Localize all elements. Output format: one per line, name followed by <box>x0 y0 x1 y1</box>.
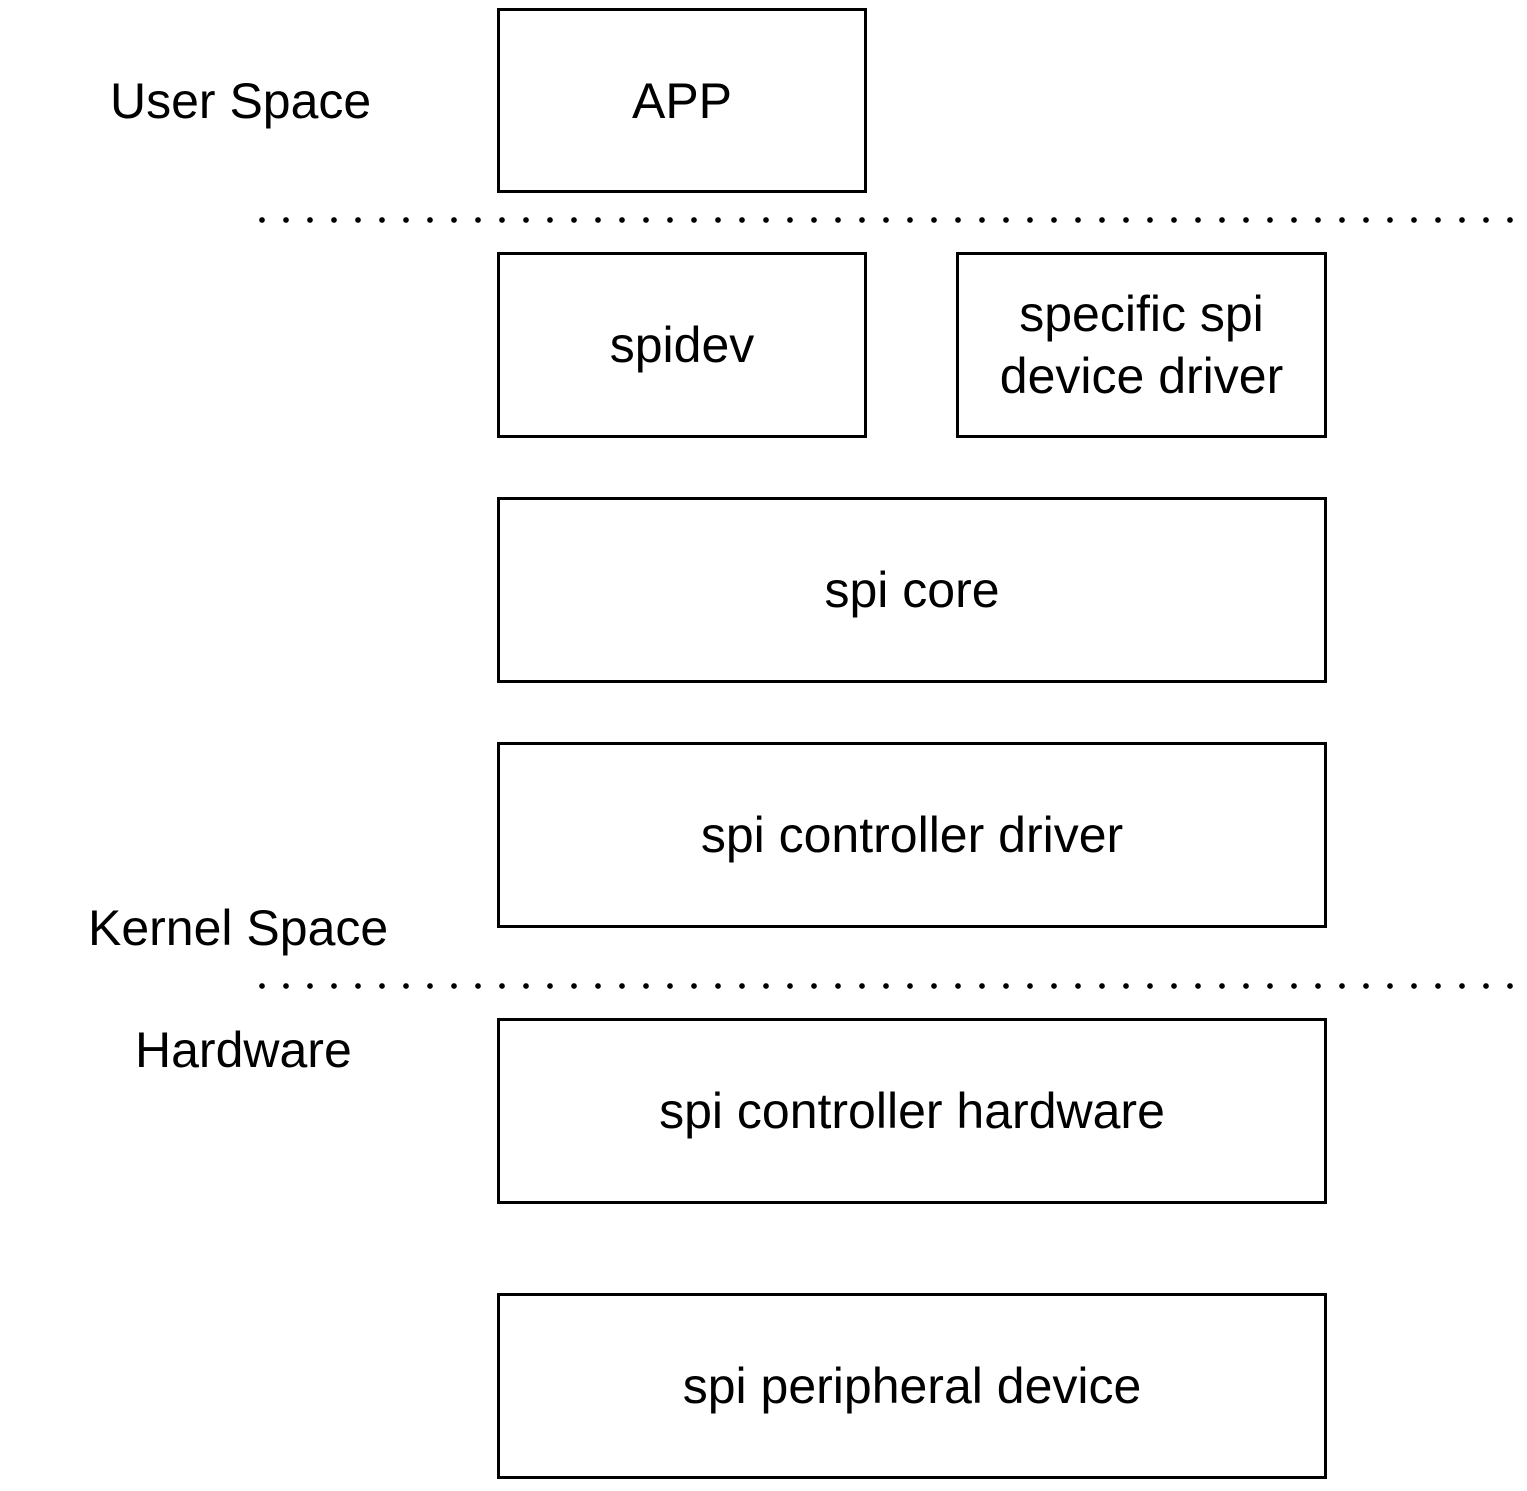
spi-controller-hardware-box: spi controller hardware <box>497 1018 1327 1204</box>
specific-driver-label-line2: device driver <box>999 348 1284 404</box>
spi-peripheral-device-box: spi peripheral device <box>497 1293 1327 1479</box>
spi-controller-driver-box: spi controller driver <box>497 742 1327 928</box>
user-space-label: User Space <box>110 73 372 129</box>
spi-core-label: spi core <box>824 562 1000 618</box>
app-label: APP <box>631 72 733 129</box>
app-box: APP <box>497 8 867 193</box>
spi-core-box: spi core <box>497 497 1327 683</box>
specific-spi-device-driver-box: specific spi device driver <box>956 252 1327 438</box>
spi-controller-driver-label: spi controller driver <box>700 807 1124 863</box>
kernel-space-label: Kernel Space <box>88 900 389 956</box>
spi-peripheral-device-label: spi peripheral device <box>682 1358 1142 1414</box>
hardware-label: Hardware <box>135 1022 352 1078</box>
spidev-box: spidev <box>497 252 867 438</box>
spidev-label: spidev <box>609 317 755 373</box>
kernel-hardware-divider <box>250 983 1527 989</box>
spi-controller-hardware-label: spi controller hardware <box>659 1083 1165 1139</box>
specific-driver-label-line1: specific spi <box>1019 285 1264 342</box>
user-kernel-divider <box>250 217 1527 223</box>
